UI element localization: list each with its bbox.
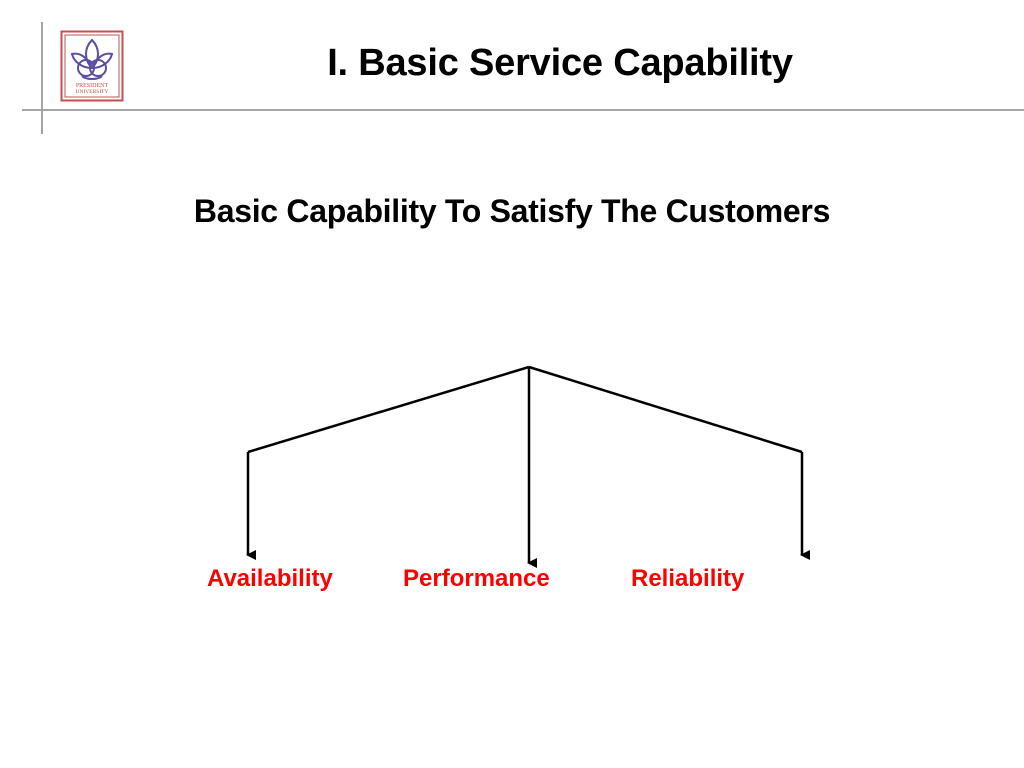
tree-branch-left <box>247 365 530 454</box>
node-label-performance: Performance <box>403 565 550 592</box>
tree-branch-right <box>528 365 803 454</box>
node-label-reliability: Reliability <box>631 565 745 592</box>
slide-title: I. Basic Service Capability <box>327 42 793 84</box>
node-label-availability: Availability <box>207 565 333 592</box>
header-vertical-rule <box>41 22 43 134</box>
university-logo: PRESIDENT UNIVERSITY <box>60 30 124 102</box>
header-horizontal-rule <box>22 109 1024 111</box>
lotus-emblem-icon: PRESIDENT UNIVERSITY <box>60 30 124 102</box>
logo-text-line1: PRESIDENT <box>76 83 109 89</box>
slide-subtitle: Basic Capability To Satisfy The Customer… <box>193 193 831 229</box>
logo-text-line2: UNIVERSITY <box>76 89 109 95</box>
